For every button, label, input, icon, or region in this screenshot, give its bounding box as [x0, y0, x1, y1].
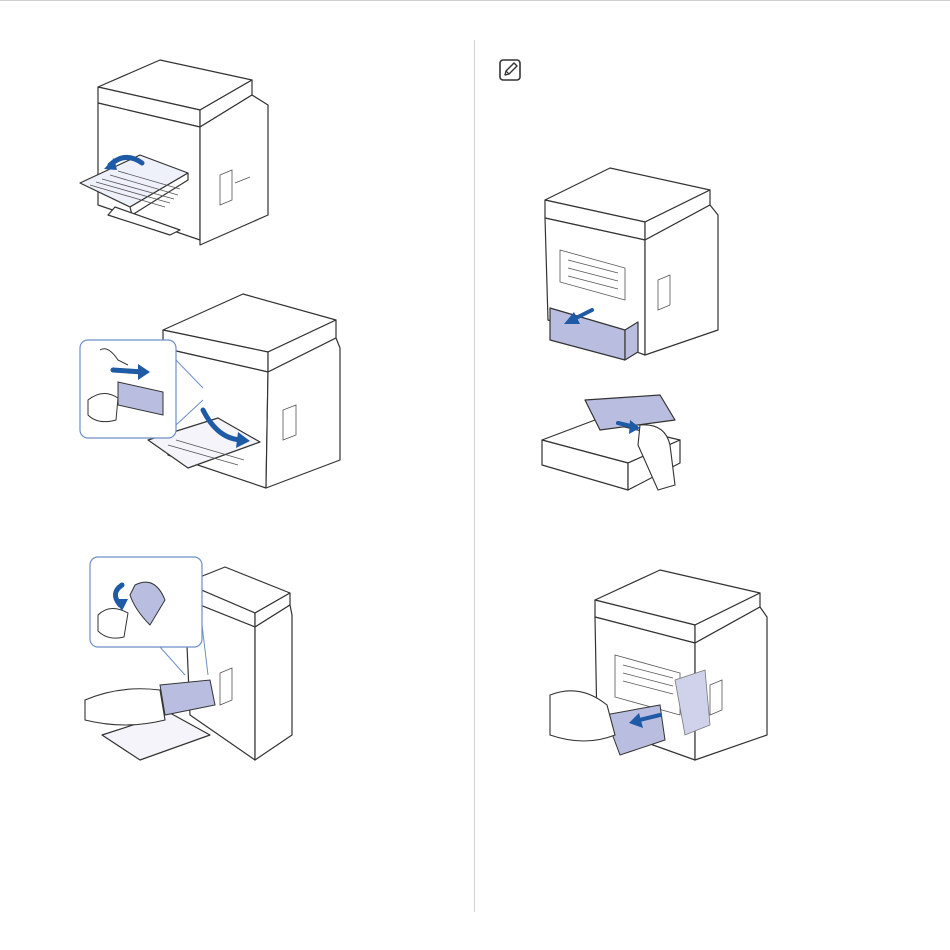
- figure-printer-tray-pull-out: [540, 160, 725, 360]
- figure-remove-paper-from-tray: [540, 385, 690, 510]
- note-pencil-icon: [499, 59, 521, 81]
- figure-pull-paper-from-tray-slot: [545, 565, 775, 770]
- figure-printer-rear-cover-open: [70, 55, 280, 255]
- page-top-rule: [0, 0, 950, 1]
- figure-pull-paper-from-duplex: [80, 555, 300, 765]
- column-divider: [474, 40, 475, 912]
- figure-remove-jam-from-fuser: [78, 290, 348, 490]
